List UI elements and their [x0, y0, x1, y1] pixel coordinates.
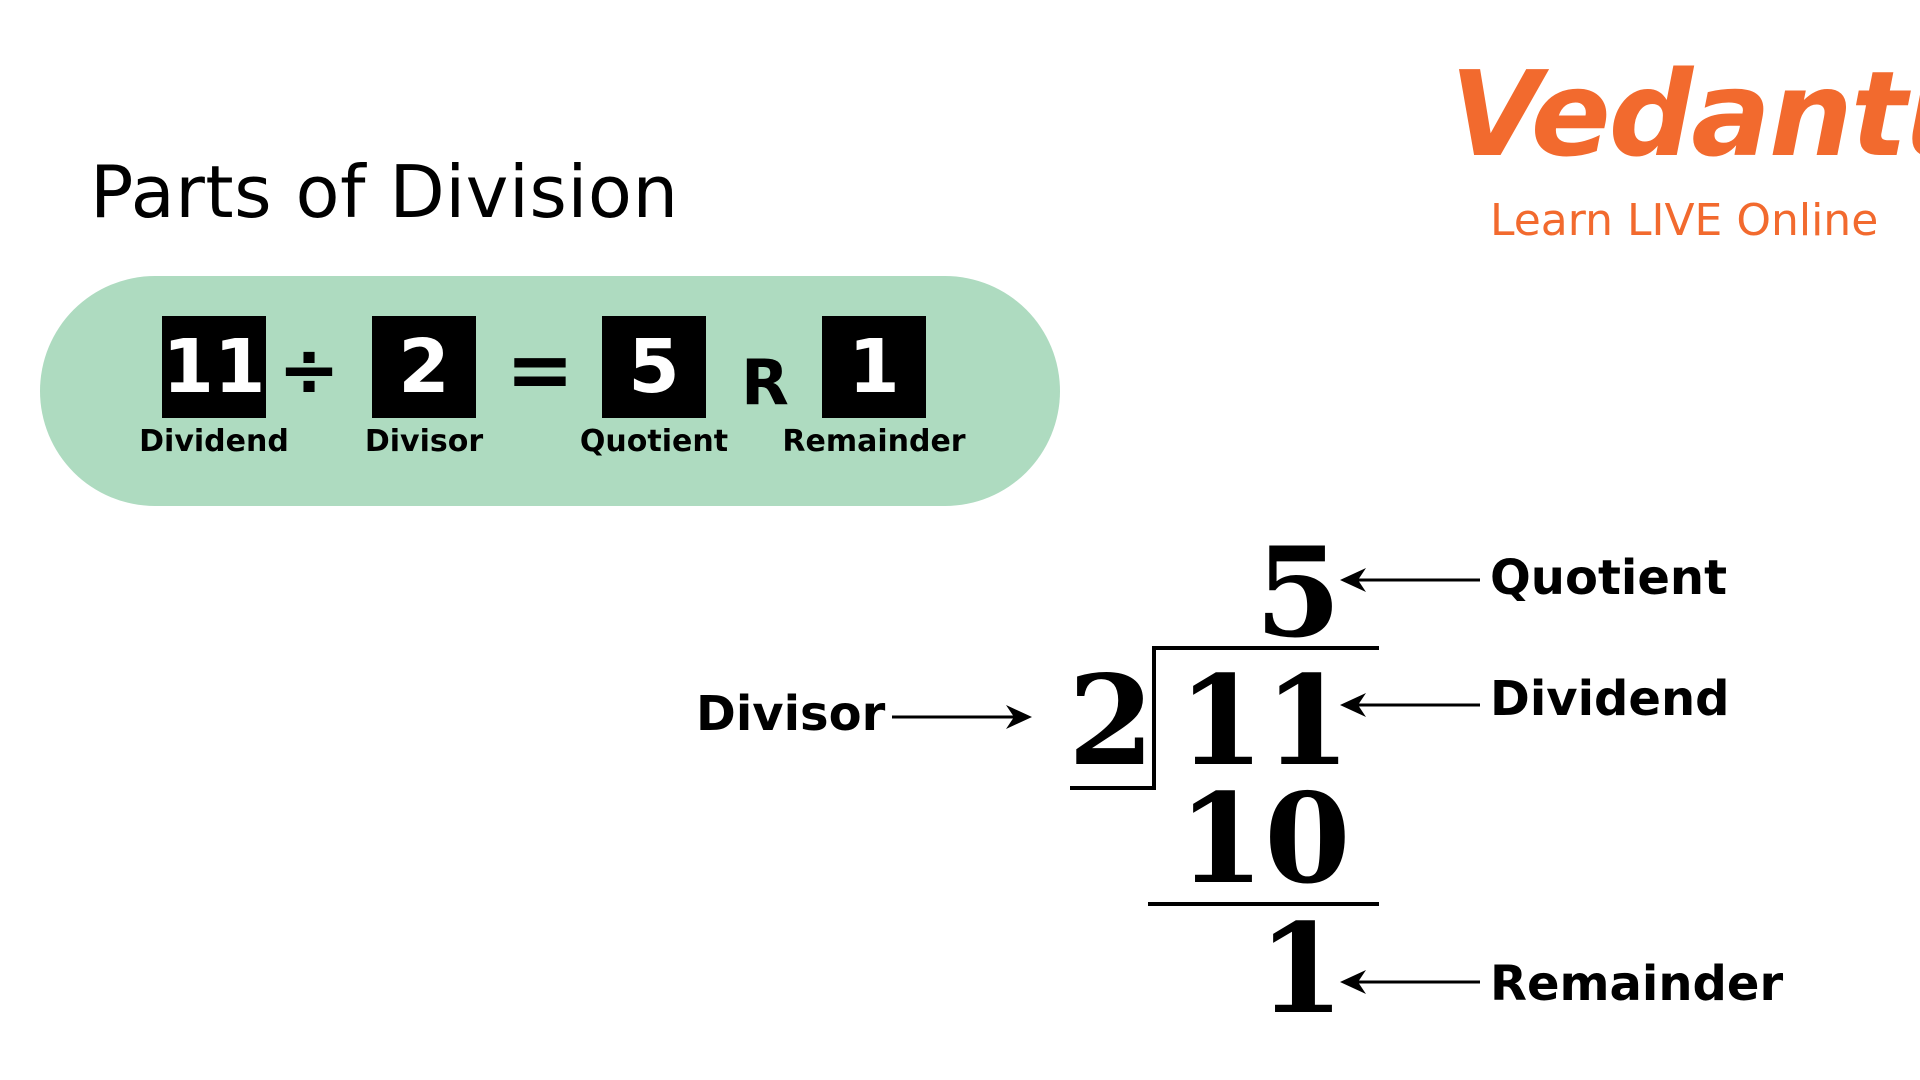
divisor-side-label: Divisor [696, 686, 886, 742]
vedantu-logo: Vedantu Learn LIVE Online [1430, 45, 1920, 255]
division-bar [1153, 646, 1379, 650]
logo-tagline: Learn LIVE Online [1490, 195, 1879, 246]
page-title: Parts of Division [90, 150, 679, 234]
long-division-remainder: 1 [1258, 897, 1345, 1042]
divide-sign: ÷ [277, 327, 340, 413]
remainder-sign: R [741, 345, 789, 419]
long-division-dividend: 11 [1178, 649, 1351, 794]
subtraction-line [1148, 902, 1379, 906]
quotient-box: 5 [602, 316, 706, 418]
equals-sign: = [505, 322, 575, 418]
remainder-side-label: Remainder [1490, 956, 1784, 1012]
remainder-arrow-icon [1340, 970, 1480, 994]
division-bracket [1152, 646, 1156, 789]
logo-wordmark: Vedantu [1450, 45, 1920, 183]
long-division-product: 10 [1178, 767, 1351, 912]
remainder-label: Remainder [782, 424, 966, 459]
remainder-box: 1 [822, 316, 926, 418]
quotient-side-label: Quotient [1490, 550, 1728, 606]
quotient-label: Quotient [579, 424, 729, 459]
dividend-label: Dividend [139, 424, 289, 459]
dividend-box: 11 [162, 316, 266, 418]
divisor-box: 2 [372, 316, 476, 418]
dividend-arrow-icon [1340, 693, 1480, 717]
long-division-divisor: 2 [1068, 649, 1155, 794]
divisor-underline [1070, 786, 1156, 790]
long-division-quotient: 5 [1255, 521, 1342, 666]
quotient-arrow-icon [1340, 568, 1480, 592]
divisor-arrow-icon [892, 705, 1032, 729]
dividend-side-label: Dividend [1490, 671, 1730, 727]
divisor-label: Divisor [364, 424, 484, 459]
